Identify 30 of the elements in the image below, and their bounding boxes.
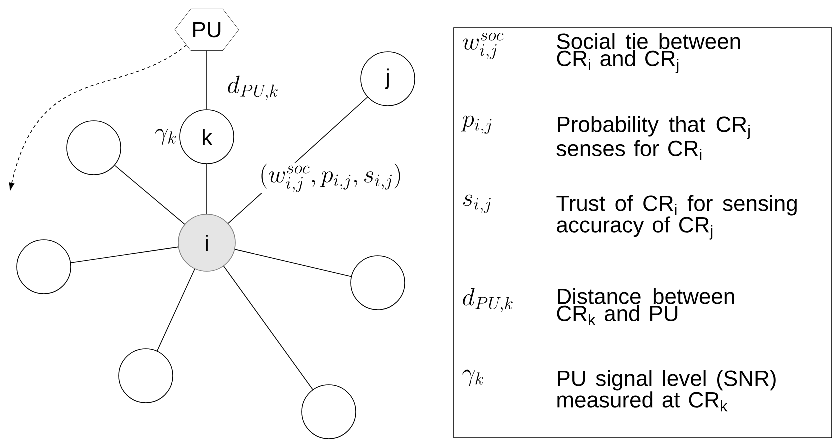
connector-line (157, 268, 196, 352)
symbol-label: $d_{PU,k}$ (463, 288, 513, 313)
connector-line (70, 246, 179, 264)
description-text: Probability that CR$_{j}$ senses for CR$_{i}$ (556, 116, 750, 160)
edge-label: $d_{PU,k}$ (226, 74, 280, 102)
connector-line (206, 50, 208, 110)
symbol-label: $\gamma_k$ (462, 370, 484, 386)
description-text: Social tie between CR$_{i}$ and CR$_{j}$ (557, 33, 740, 74)
description-text: Distance between CR$_{k}$ and PU (557, 288, 734, 326)
connector-line (234, 249, 352, 278)
circle-node: k (180, 110, 234, 164)
circle-node (118, 348, 174, 404)
edge-label: $(w^{soc}_{i,j}, p_{i,j}, s_{i,j})$ (258, 162, 404, 194)
symbol-label: $p_{i,j}$ (461, 116, 492, 134)
description-text: PU signal level (SNR) measured at CR$_{k}$ (558, 370, 776, 412)
dashed-arrow (9, 44, 187, 191)
connector-line (224, 266, 314, 390)
connector-line (114, 165, 186, 225)
hexagon-node: PU (174, 9, 240, 51)
node-label: $\gamma_k$ (155, 128, 176, 146)
circle-node (66, 120, 122, 176)
circle-node (302, 384, 356, 440)
connector-line (206, 164, 208, 214)
circle-node: j (360, 52, 416, 106)
symbol-label: $s_{i,j}$ (463, 194, 491, 214)
symbol-label: $w^{soc}_{i,j}$ (462, 33, 504, 60)
description-text: Trust of CR$_{i}$ for sensing accuracy of CR$_{j}$ (556, 195, 797, 240)
circle-node: i (178, 214, 236, 272)
circle-node (16, 240, 72, 294)
circle-node (350, 256, 406, 310)
